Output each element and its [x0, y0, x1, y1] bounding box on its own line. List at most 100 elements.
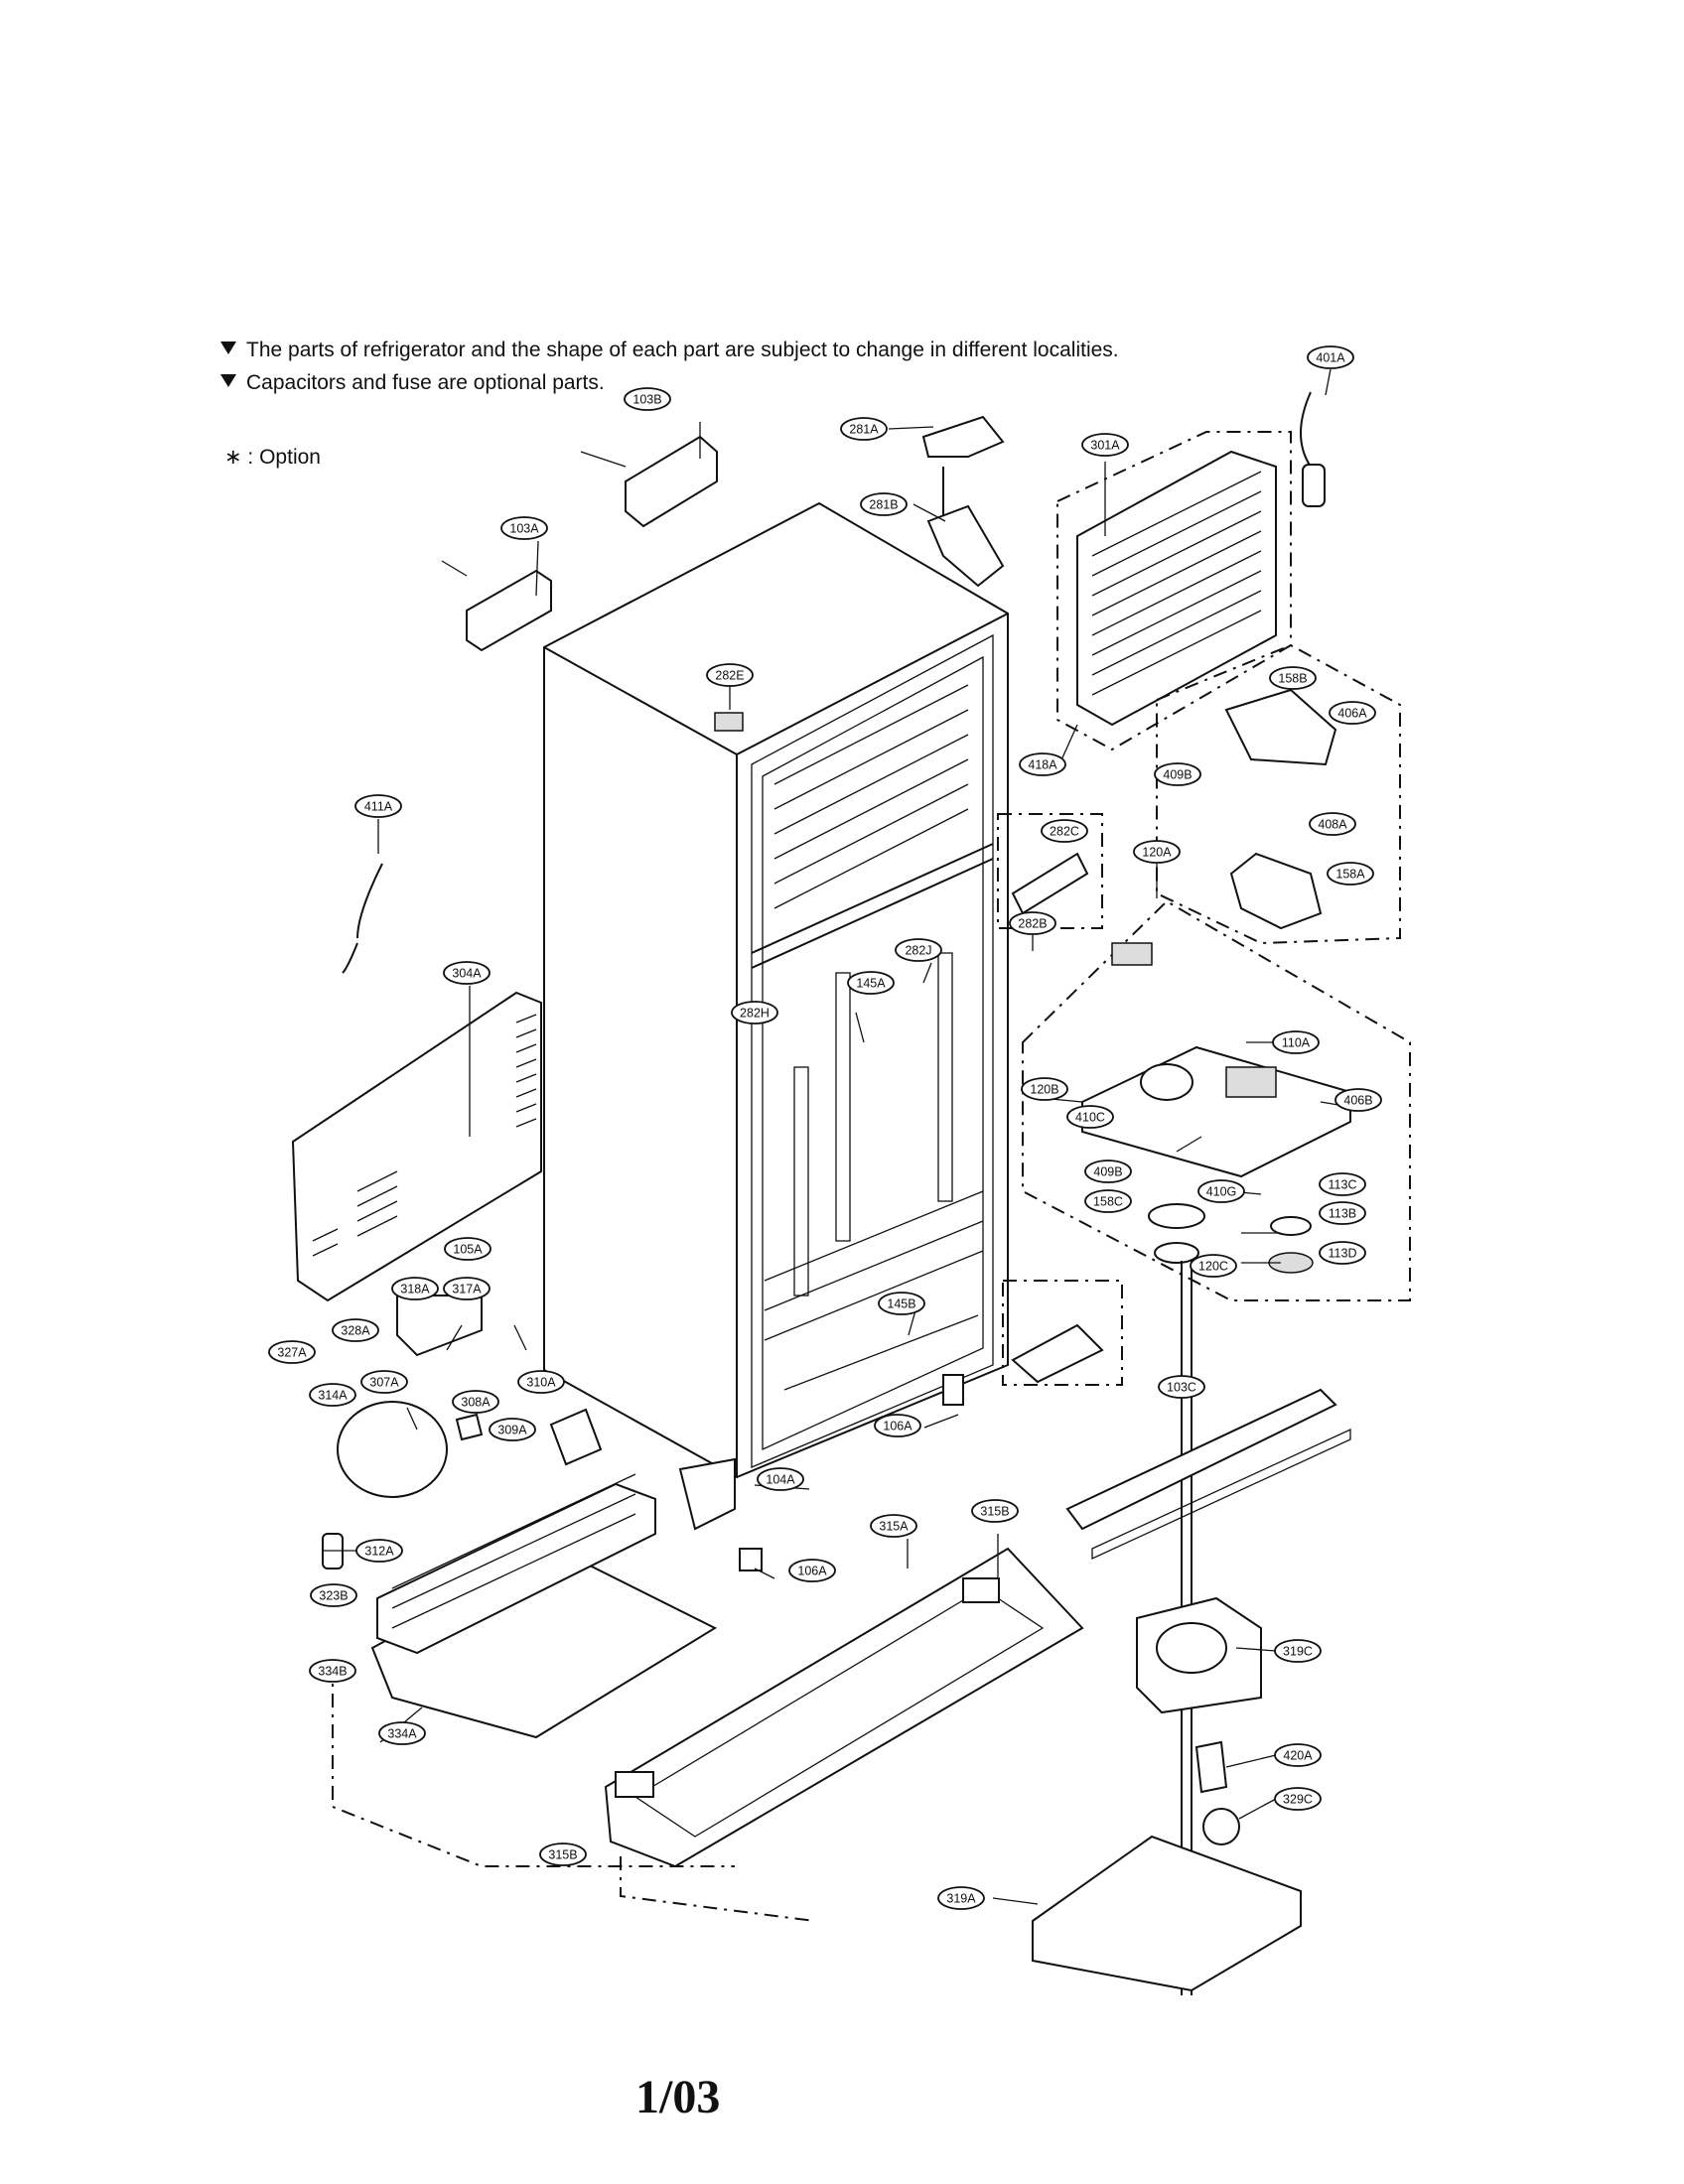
part-label-text: 104A: [766, 1473, 795, 1487]
back-cover-drawing: [291, 863, 542, 1302]
part-label-oval: [1084, 1189, 1132, 1213]
part-label-oval: [1274, 1743, 1322, 1767]
part-label-103b: 103B: [624, 387, 671, 411]
note-line-2: Capacitors and fuse are optional parts.: [220, 366, 1119, 399]
duct-fan-assembly: [1032, 1261, 1351, 1995]
part-label-105a: 105A: [444, 1237, 491, 1261]
triangle-bullet-icon: [220, 341, 236, 354]
part-label-oval: [1327, 862, 1374, 886]
part-label-text: 327A: [277, 1346, 307, 1360]
part-label-oval: [355, 1539, 403, 1563]
part-label-281a: 281A: [840, 417, 888, 441]
part-label-145b: 145B: [878, 1292, 925, 1315]
part-label-text: 282C: [1050, 825, 1079, 839]
part-label-oval: [1084, 1160, 1132, 1183]
part-label-text: 411A: [364, 800, 393, 814]
part-label-text: 312A: [364, 1545, 394, 1559]
part-label-oval: [539, 1843, 587, 1866]
option-legend: ∗ : Option: [224, 446, 321, 469]
part-label-oval: [1154, 762, 1201, 786]
part-label-106a: 106A: [874, 1414, 921, 1437]
part-label-323b: 323B: [310, 1583, 357, 1607]
part-label-oval: [1274, 1787, 1322, 1811]
part-label-text: 282J: [905, 944, 931, 958]
part-label-oval: [309, 1383, 356, 1407]
part-label-318a: 318A: [391, 1277, 439, 1300]
base-plate-drawing: [332, 1547, 1084, 1922]
part-label-text: 315B: [980, 1505, 1009, 1519]
part-label-text: 301A: [1090, 439, 1120, 453]
part-label-text: 323B: [319, 1589, 348, 1603]
part-label-120c: 120C: [1190, 1254, 1237, 1278]
notes-block: The parts of refrigerator and the shape …: [220, 334, 1119, 399]
part-label-text: 113D: [1329, 1247, 1357, 1261]
part-label-text: 315A: [879, 1520, 909, 1534]
part-label-301a: 301A: [1081, 433, 1129, 457]
part-label-317a: 317A: [443, 1277, 491, 1300]
control-box-group: [1022, 899, 1411, 1301]
part-label-312a: 312A: [355, 1539, 403, 1563]
part-label-text: 304A: [452, 967, 482, 981]
part-label-281b: 281B: [860, 492, 908, 516]
part-label-oval: [500, 516, 548, 540]
part-label-282e: 282E: [706, 663, 754, 687]
part-label-329c: 329C: [1274, 1787, 1322, 1811]
part-label-410c: 410C: [1066, 1105, 1114, 1129]
part-label-oval: [452, 1390, 499, 1414]
part-label-282b: 282B: [1009, 911, 1056, 935]
part-label-text: 158C: [1093, 1195, 1123, 1209]
part-label-text: 328A: [341, 1324, 370, 1338]
part-label-oval: [444, 1237, 491, 1261]
part-label-106a: 106A: [788, 1559, 836, 1582]
part-label-103a: 103A: [500, 516, 548, 540]
part-label-oval: [1041, 819, 1088, 843]
part-label-oval: [840, 417, 888, 441]
part-label-text: 418A: [1028, 758, 1057, 772]
part-label-text: 308A: [461, 1396, 491, 1410]
part-label-328a: 328A: [332, 1318, 379, 1342]
page-footer: 1/03: [635, 2071, 721, 2123]
part-label-oval: [874, 1414, 921, 1437]
part-label-oval: [378, 1721, 426, 1745]
part-label-oval: [1019, 752, 1066, 776]
part-label-text: 103A: [509, 522, 539, 536]
part-label-307a: 307A: [360, 1370, 408, 1394]
part-label-text: 334B: [318, 1665, 347, 1679]
part-label-oval: [310, 1583, 357, 1607]
part-label-text: 106A: [883, 1420, 912, 1433]
part-label-oval: [443, 961, 491, 985]
part-label-oval: [895, 938, 942, 962]
part-label-406a: 406A: [1329, 701, 1376, 725]
part-label-text: 406B: [1343, 1094, 1372, 1108]
part-label-oval: [1319, 1241, 1366, 1265]
part-label-120b: 120B: [1021, 1077, 1068, 1101]
part-label-310a: 310A: [517, 1370, 565, 1394]
part-label-oval: [706, 663, 754, 687]
part-label-334b: 334B: [309, 1659, 356, 1683]
part-label-282c: 282C: [1041, 819, 1088, 843]
part-label-oval: [624, 387, 671, 411]
part-label-oval: [1274, 1639, 1322, 1663]
part-label-oval: [489, 1418, 536, 1441]
part-label-104a: 104A: [757, 1467, 804, 1491]
part-label-oval: [788, 1559, 836, 1582]
mid-hinge-group: [997, 813, 1123, 1386]
part-label-text: 103C: [1167, 1381, 1196, 1395]
part-label-409b: 409B: [1154, 762, 1201, 786]
part-label-text: 281A: [849, 423, 879, 437]
part-label-oval: [1009, 911, 1056, 935]
part-label-oval: [1158, 1375, 1205, 1399]
sensor-bracket-group: [1156, 643, 1401, 945]
part-label-text: 281B: [869, 498, 898, 512]
part-label-145a: 145A: [847, 971, 895, 995]
part-label-text: 317A: [452, 1283, 482, 1297]
part-label-282j: 282J: [895, 938, 942, 962]
part-label-oval: [1319, 1172, 1366, 1196]
part-label-oval: [360, 1370, 408, 1394]
part-label-oval: [309, 1659, 356, 1683]
part-label-158a: 158A: [1327, 862, 1374, 886]
part-label-oval: [332, 1318, 379, 1342]
part-label-text: 410C: [1075, 1111, 1105, 1125]
